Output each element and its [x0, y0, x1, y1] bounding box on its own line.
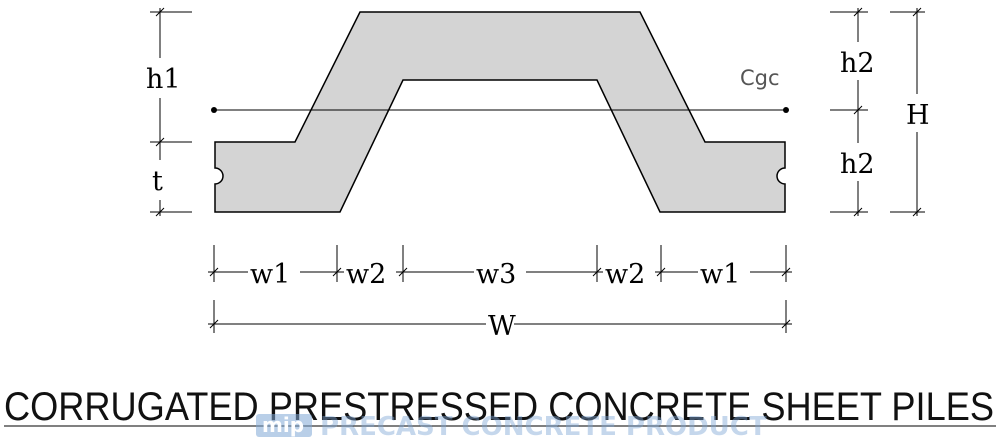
- watermark: mip PRECAST CONCRETE PRODUCT: [256, 412, 767, 437]
- drawing-title: CORRUGATED PRESTRESSED CONCRETE SHEET PI…: [4, 385, 994, 429]
- h2-bottom-label: h2: [840, 149, 875, 180]
- overall-height-dimension: [890, 7, 932, 217]
- overall-width-dimension: [208, 300, 792, 340]
- cgc-point-right: [783, 107, 789, 113]
- watermark-text: PRECAST CONCRETE PRODUCT: [320, 412, 767, 437]
- w1-right-label: w1: [700, 259, 740, 290]
- h1-label: h1: [146, 64, 181, 95]
- left-vertical-dimension: [140, 7, 192, 217]
- watermark-logo: mip: [262, 413, 304, 437]
- H-label: H: [906, 100, 930, 131]
- W-label: W: [488, 311, 516, 342]
- t-label: t: [152, 166, 163, 197]
- right-vertical-dimension-h2: [830, 7, 880, 217]
- cgc-label: Cgc: [740, 66, 780, 90]
- h2-top-label: h2: [840, 48, 875, 79]
- w3-label: w3: [476, 259, 516, 290]
- w1-left-label: w1: [250, 259, 290, 290]
- width-chain-dimension: [208, 245, 792, 288]
- sheet-pile-section: [214, 11, 786, 213]
- w2-left-label: w2: [346, 259, 386, 290]
- cgc-point-left: [211, 107, 217, 113]
- w2-right-label: w2: [605, 259, 645, 290]
